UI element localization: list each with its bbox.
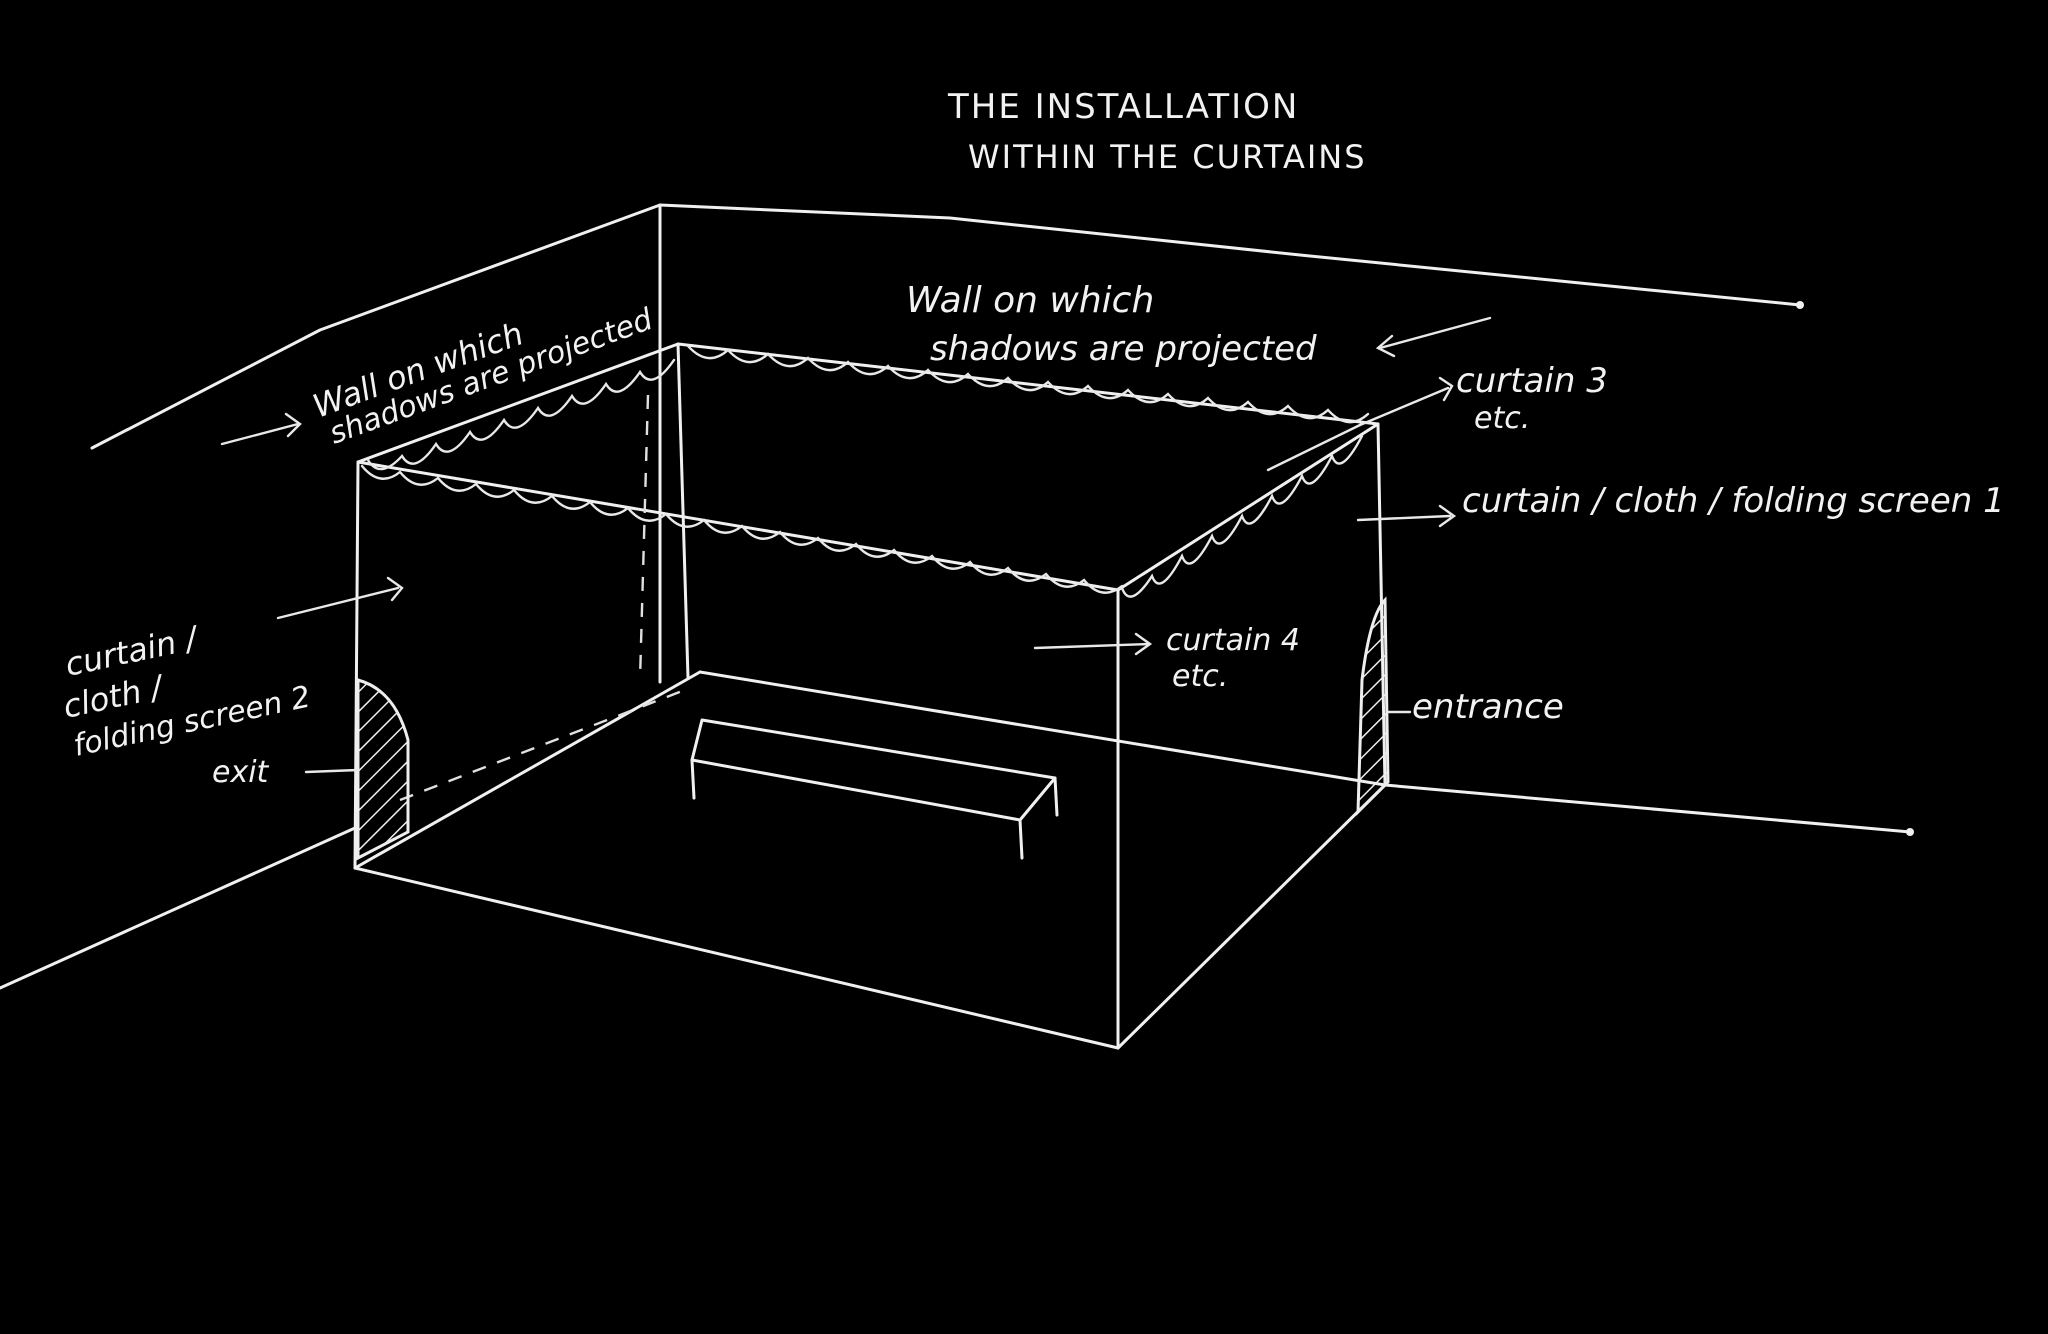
arrow-left-wall [220, 412, 302, 446]
back-wall-endpoint [1796, 301, 1804, 309]
arrows [220, 316, 1492, 774]
floor-right-line [1383, 783, 1912, 834]
curtain3-top-stroke [1266, 423, 1362, 472]
bench [690, 718, 1059, 860]
label-curtain3-line1: curtain 3 [1456, 361, 1608, 401]
box-bottom-left-edge [353, 670, 702, 870]
floor-endpoint [1906, 828, 1914, 836]
arrow-curtain1 [1356, 504, 1457, 528]
label-exit: exit [212, 755, 270, 790]
arrow-curtain3 [1358, 376, 1454, 427]
label-curtain1: curtain / cloth / folding screen 1 [1462, 481, 2005, 521]
box-top-back-edge [676, 342, 1380, 426]
box-bottom-front-edge [353, 866, 1120, 1050]
scallop-left [366, 358, 676, 471]
label-curtain4-line1: curtain 4 [1166, 623, 1300, 658]
box-top-left-edge [356, 342, 680, 464]
arrow-curtain4 [1033, 632, 1153, 656]
title-line1: THE INSTALLATION [947, 87, 1299, 127]
box-top-front-edge [356, 460, 1120, 592]
curtain-box [353, 342, 1390, 1050]
floor-left-line [0, 826, 357, 990]
bench-leg-left [690, 758, 696, 800]
box-bottom-right-edge [1116, 783, 1387, 1050]
box-bottom-back-edge [698, 670, 1387, 787]
box-back-left-post [676, 342, 690, 680]
back-wall-top-line [658, 203, 1802, 307]
left-wall-top-line [90, 203, 662, 450]
room-lines [0, 203, 1914, 990]
bench-leg-right [1053, 776, 1059, 817]
arrow-back-wall [1375, 316, 1492, 358]
box-top-right-edge [1116, 422, 1380, 592]
hidden-floor-dashed [399, 686, 691, 802]
exit-opening [356, 678, 410, 861]
label-wall-back-line2: shadows are projected [930, 329, 1317, 369]
bench-top [690, 718, 1057, 822]
pointer-exit [304, 768, 360, 774]
arrow-curtain2 [276, 576, 404, 620]
scallop-back [686, 344, 1370, 424]
hidden-post-dashed [638, 394, 650, 681]
title-line2: WITHIN THE CURTAINS [968, 138, 1367, 176]
entrance-opening [1356, 596, 1390, 816]
label-wall-back-line1: Wall on which [906, 280, 1154, 321]
scallop-front [360, 464, 1124, 594]
label-curtain4-line2: etc. [1172, 659, 1228, 694]
label-curtain3-line2: etc. [1474, 401, 1530, 436]
scallop-right [1120, 434, 1364, 598]
box-front-left-post [353, 460, 360, 870]
bench-leg-front [1018, 818, 1024, 860]
label-entrance: entrance [1412, 687, 1564, 727]
